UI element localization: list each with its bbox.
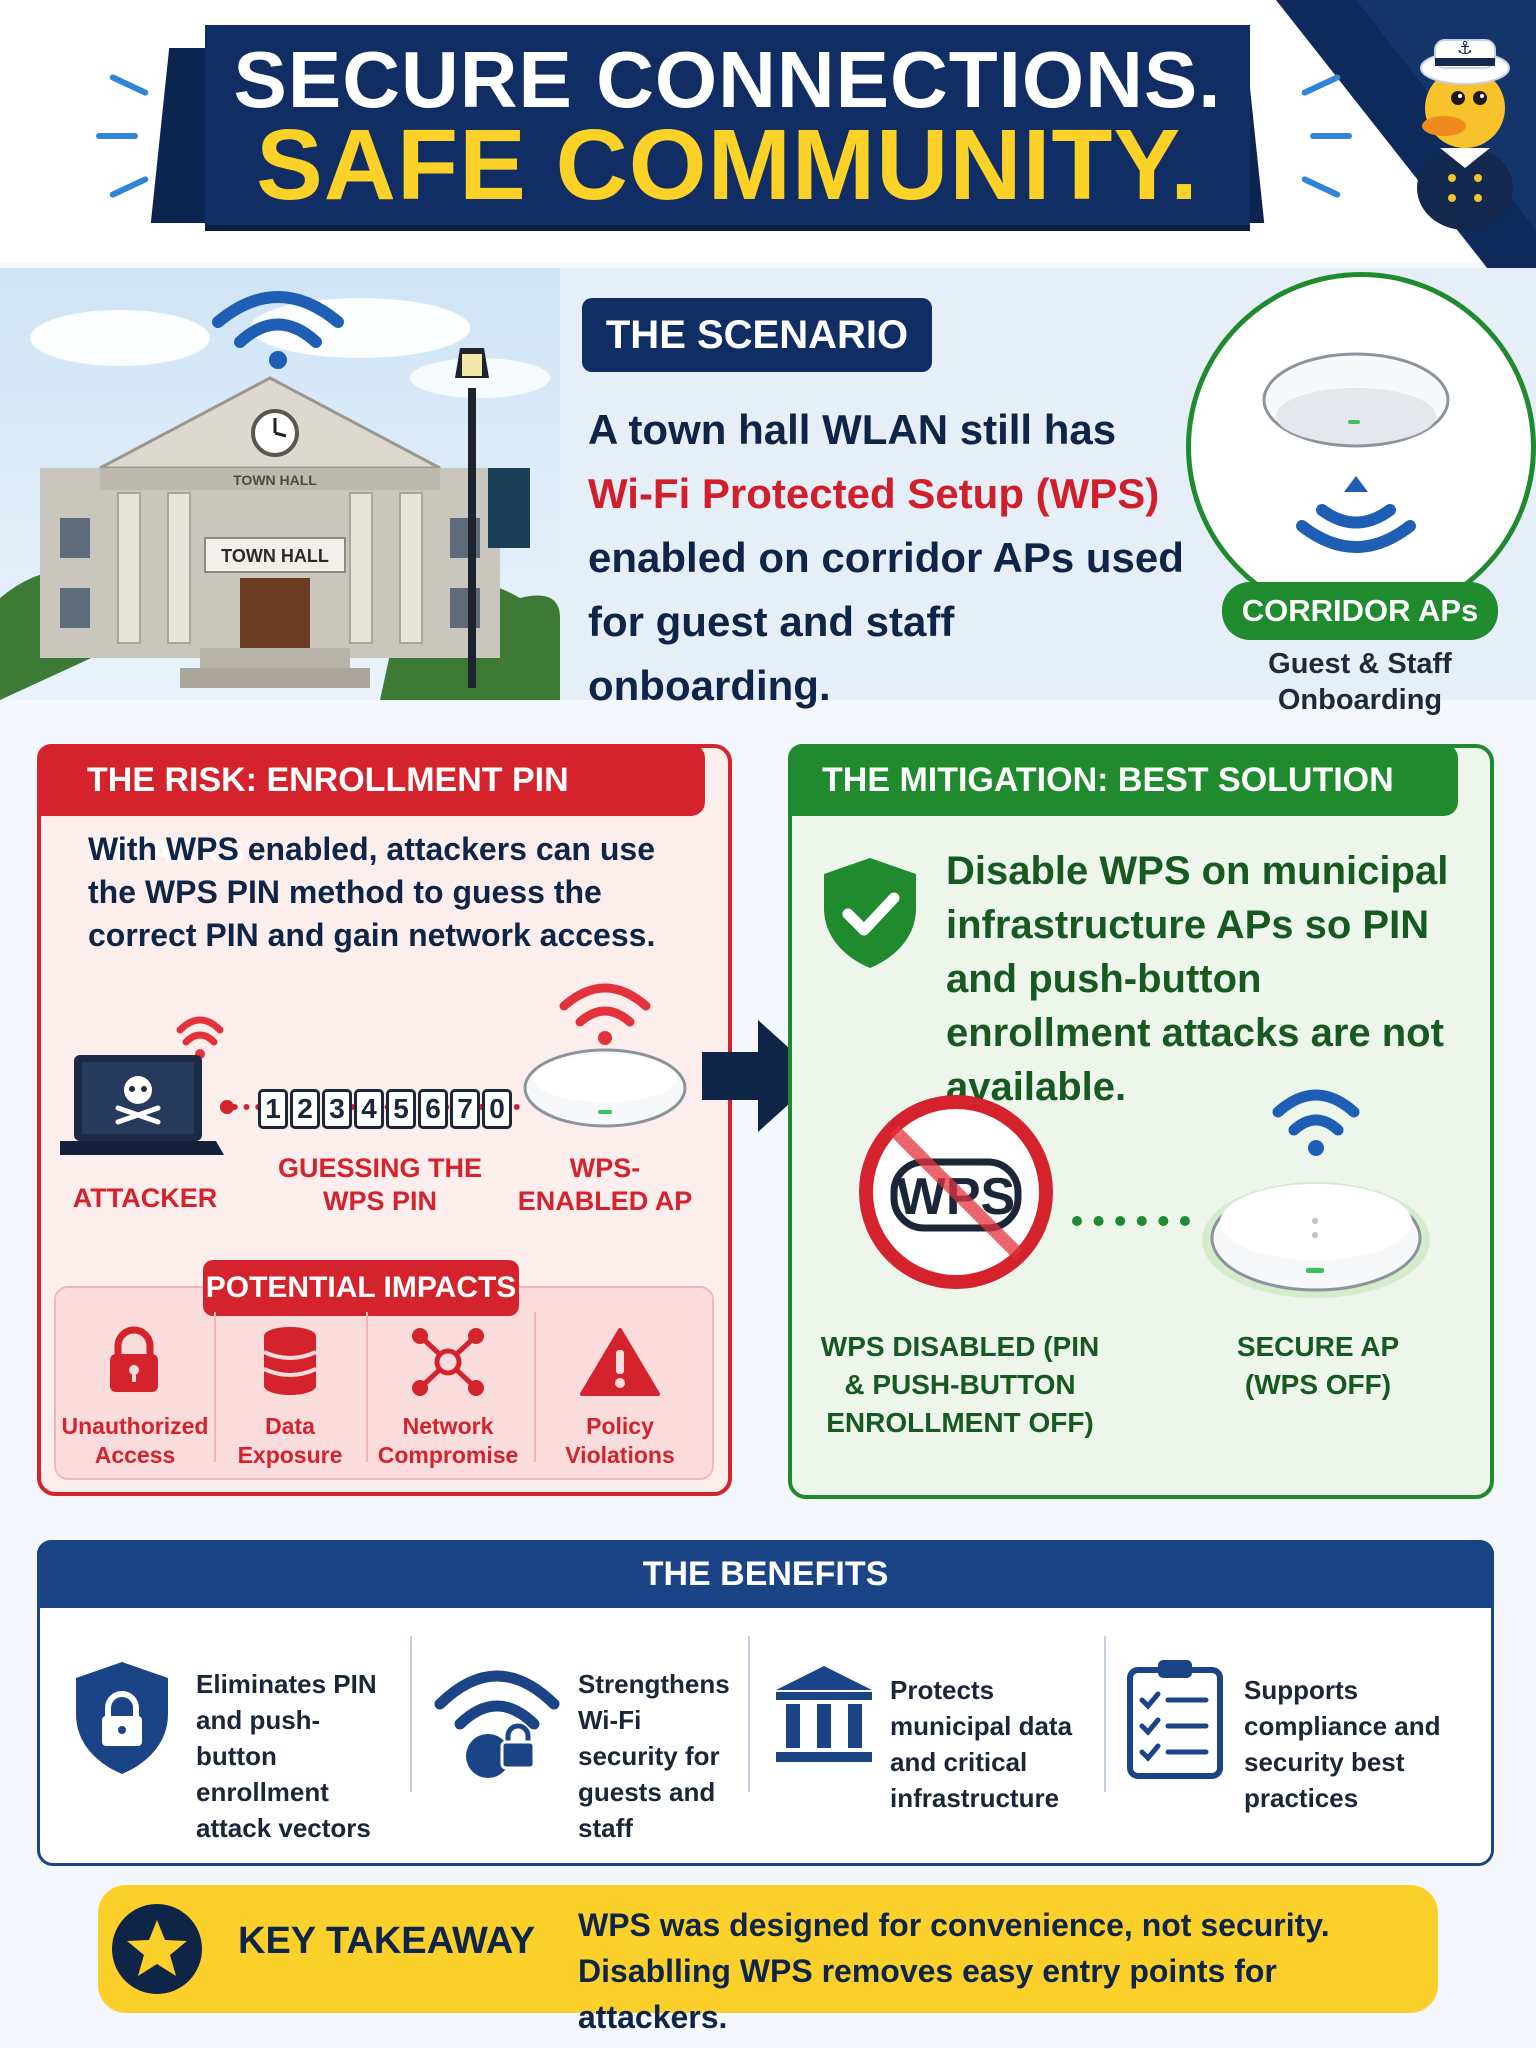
impact-divider xyxy=(366,1312,368,1462)
town-hall-sign: TOWN HALL xyxy=(221,546,329,566)
scenario-text: A town hall WLAN still has Wi-Fi Protect… xyxy=(588,398,1188,718)
risk-description: With WPS enabled, attackers can use the … xyxy=(88,831,656,953)
shield-check-icon xyxy=(824,858,916,968)
key-takeaway-text: WPS was designed for convenience, not se… xyxy=(578,1907,1330,2035)
impact-network-compromise: Network Compromise xyxy=(377,1413,519,1468)
pin-digit: 4 xyxy=(354,1089,384,1129)
pin-digit: 1 xyxy=(258,1089,288,1129)
risk-title: THE RISK: ENROLLMENT PIN ATTACKS xyxy=(37,744,705,871)
attack-path-node xyxy=(220,1100,234,1114)
attacker-laptop-icon xyxy=(60,1016,224,1155)
pin-digit: 6 xyxy=(418,1089,448,1129)
network-nodes-icon xyxy=(412,1328,484,1396)
benefit-strengthens-wifi: Strengthens Wi-Fi security for guests an… xyxy=(578,1669,730,1843)
pin-digit: 0 xyxy=(482,1089,512,1129)
svg-text:⚓: ⚓ xyxy=(1457,38,1473,59)
scenario-text-part1: A town hall WLAN still has xyxy=(588,406,1117,453)
checklist-icon xyxy=(1127,1660,1223,1779)
scenario-text-part2: enabled on corridor APs used for guest a… xyxy=(588,534,1184,709)
pin-digit: 5 xyxy=(386,1089,416,1129)
access-point-icon xyxy=(1262,352,1450,553)
mitigation-title: THE MITIGATION: BEST SOLUTION xyxy=(788,744,1458,816)
benefit-divider xyxy=(748,1636,750,1792)
impact-divider xyxy=(534,1312,536,1462)
scenario-text-highlight: Wi-Fi Protected Setup (WPS) xyxy=(588,470,1160,517)
wifi-lock-icon xyxy=(434,1670,560,1778)
star-icon xyxy=(112,1904,202,1994)
pin-digit: 2 xyxy=(290,1089,320,1129)
padlock-icon xyxy=(110,1326,158,1392)
benefit-protects-infrastructure: Protects municipal data and critical inf… xyxy=(890,1675,1073,1813)
impact-policy-violations: Policy Violations xyxy=(565,1413,675,1468)
title-line-2: SAFE COMMUNITY. xyxy=(256,109,1199,221)
wifi-icon xyxy=(212,291,344,369)
benefits-title: THE BENEFITS xyxy=(37,1540,1494,1608)
impact-divider xyxy=(214,1312,216,1462)
impacts-tag: POTENTIAL IMPACTS xyxy=(203,1260,519,1316)
warning-triangle-icon xyxy=(580,1328,660,1396)
scenario-tag: THE SCENARIO xyxy=(582,298,932,372)
impact-unauthorized-access: Unauthorized Access xyxy=(61,1413,209,1468)
secure-ap-icon xyxy=(1202,1089,1430,1298)
key-takeaway-title: KEY TAKEAWAY xyxy=(238,1920,536,1962)
attacker-label: ATTACKER xyxy=(72,1183,218,1213)
wps-disabled-label: WPS DISABLED (PIN & PUSH-BUTTON ENROLLME… xyxy=(820,1331,1100,1438)
benefit-supports-compliance: Supports compliance and security best pr… xyxy=(1244,1675,1441,1813)
corridor-aps-subtitle: Guest & Staff Onboarding xyxy=(1268,648,1452,716)
corridor-aps-label: CORRIDOR APs xyxy=(1222,582,1498,640)
shield-lock-icon xyxy=(76,1662,168,1774)
wps-enabled-ap-label: WPS-ENABLED AP xyxy=(517,1153,693,1216)
secure-link-dots xyxy=(1072,1216,1190,1226)
arrow-right-icon xyxy=(702,1020,820,1132)
impact-data-exposure: Data Exposure xyxy=(237,1413,343,1468)
pin-digit: 3 xyxy=(322,1089,352,1129)
wps-disabled-icon: WPS xyxy=(859,1095,1053,1289)
pin-digit: 7 xyxy=(450,1089,480,1129)
benefit-eliminates-vectors: Eliminates PIN and push-button enrollmen… xyxy=(196,1669,377,1843)
sailor-duck-mascot-icon: ⚓ xyxy=(1417,38,1513,230)
title-line-1: SECURE CONNECTIONS. xyxy=(233,35,1222,124)
wps-enabled-ap-icon xyxy=(523,983,687,1128)
secure-ap-label: SECURE AP (WPS OFF) xyxy=(1236,1331,1400,1400)
mitigation-text: Disable WPS on municipal infrastructure … xyxy=(946,849,1449,1109)
town-hall-illustration: TOWN HALL TOWN HALL xyxy=(0,298,560,700)
government-building-icon xyxy=(776,1666,872,1762)
title-banner xyxy=(205,25,1250,225)
key-takeaway-panel xyxy=(98,1885,1438,2013)
burst-line xyxy=(1310,133,1352,139)
benefit-divider xyxy=(410,1636,412,1792)
burst-line xyxy=(96,133,138,139)
database-icon xyxy=(263,1327,317,1395)
benefit-divider xyxy=(1104,1636,1106,1792)
pediment-text: TOWN HALL xyxy=(233,472,317,488)
guessing-pin-label: GUESSING THE WPS PIN xyxy=(277,1153,483,1216)
